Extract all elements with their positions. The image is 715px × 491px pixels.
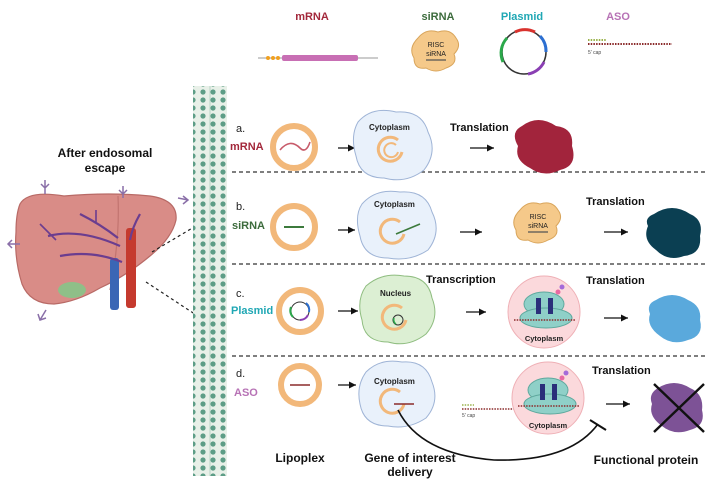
footer-lipoplex: Lipoplex bbox=[275, 451, 325, 465]
lipoplex-icon bbox=[278, 363, 322, 407]
cell-cytoplasm: Cytoplasm bbox=[358, 360, 436, 428]
liver-icon bbox=[6, 180, 190, 321]
inhibition-curve bbox=[397, 409, 599, 461]
row-letter: d. bbox=[236, 368, 245, 380]
row-aso: d. ASO Cytoplasm 5' cap Cytoplasm bbox=[234, 360, 705, 461]
lipoplex-icon bbox=[276, 287, 324, 335]
compartment-label: Cytoplasm bbox=[374, 200, 415, 209]
aso-cap-label: 5' cap bbox=[588, 50, 601, 56]
footer-functional: Functional protein bbox=[594, 453, 699, 467]
lipoplex-icon bbox=[270, 203, 318, 251]
cell-cytoplasm: Cytoplasm bbox=[356, 190, 437, 260]
risc-complex-icon: RISC siRNA bbox=[411, 30, 460, 72]
compartment-label: Cytoplasm bbox=[369, 123, 410, 132]
protein-sirna-icon bbox=[646, 208, 701, 258]
cell-nucleus: Nucleus bbox=[359, 274, 436, 345]
dashed-arrow-down bbox=[145, 281, 217, 329]
compartment-label: Cytoplasm bbox=[529, 421, 568, 430]
inhibition-bar bbox=[589, 419, 607, 431]
row-name-label: ASO bbox=[234, 387, 258, 399]
protein-aso-blocked-icon bbox=[650, 383, 705, 433]
receptor-icon bbox=[6, 180, 190, 321]
process-label: Translation bbox=[586, 275, 645, 287]
aso-cap-label: 5' cap bbox=[462, 413, 475, 419]
compartment-label: Nucleus bbox=[380, 289, 412, 298]
risc-sirna-label: siRNA bbox=[426, 51, 446, 58]
process-label: Transcription bbox=[426, 274, 496, 286]
protein-plasmid-icon bbox=[648, 295, 701, 343]
header-mrna: mRNA bbox=[258, 11, 378, 61]
lipoplex-icon bbox=[270, 123, 318, 171]
header-mrna-label: mRNA bbox=[295, 11, 329, 23]
row-mrna: a. mRNA Cytoplasm Translation bbox=[230, 109, 574, 181]
row-letter: c. bbox=[236, 288, 245, 300]
row-letter: a. bbox=[236, 123, 245, 135]
row-sirna: b. siRNA Cytoplasm RISC siRNA Translatio… bbox=[232, 190, 701, 260]
row-name-label: siRNA bbox=[232, 220, 265, 232]
header-aso-label: ASO bbox=[606, 11, 630, 23]
process-label: Translation bbox=[592, 365, 651, 377]
header-plasmid-label: Plasmid bbox=[501, 11, 543, 23]
cell-cytoplasm: Cytoplasm bbox=[352, 109, 433, 181]
row-plasmid: c. Plasmid Nucleus Transcription bbox=[231, 274, 701, 349]
compartment-label: Cytoplasm bbox=[374, 377, 415, 386]
risc-label: RISC bbox=[428, 42, 445, 49]
process-label: Translation bbox=[450, 122, 509, 134]
risc-label: RISC bbox=[530, 214, 547, 221]
plasmid-ring-icon bbox=[499, 28, 548, 76]
aso-strand-icon: 5' cap bbox=[588, 39, 672, 56]
risc-sirna-label: siRNA bbox=[528, 223, 548, 230]
header-sirna-label: siRNA bbox=[421, 11, 454, 23]
cell-cytoplasm-ribosome: Cytoplasm bbox=[511, 361, 585, 435]
cell-cytoplasm-ribosome: Cytoplasm bbox=[507, 275, 581, 349]
protein-mrna-icon bbox=[514, 120, 574, 174]
row-name-label: mRNA bbox=[230, 141, 264, 153]
compartment-label: Cytoplasm bbox=[525, 334, 564, 343]
left-title-line1: After endosomal bbox=[58, 146, 153, 160]
aso-strand-icon: 5' cap bbox=[462, 404, 514, 419]
footer-gene-line2: delivery bbox=[387, 465, 433, 479]
mrna-strand-icon bbox=[258, 55, 378, 61]
process-label: Translation bbox=[586, 196, 645, 208]
header-plasmid: Plasmid bbox=[499, 11, 548, 76]
left-title-line2: escape bbox=[85, 161, 126, 175]
footer-gene-line1: Gene of interest bbox=[364, 451, 455, 465]
header-sirna: siRNA RISC siRNA bbox=[411, 11, 460, 72]
header-aso: ASO 5' cap bbox=[588, 11, 672, 56]
risc-complex-icon: RISC siRNA bbox=[513, 202, 562, 244]
row-letter: b. bbox=[236, 201, 245, 213]
row-name-label: Plasmid bbox=[231, 305, 273, 317]
